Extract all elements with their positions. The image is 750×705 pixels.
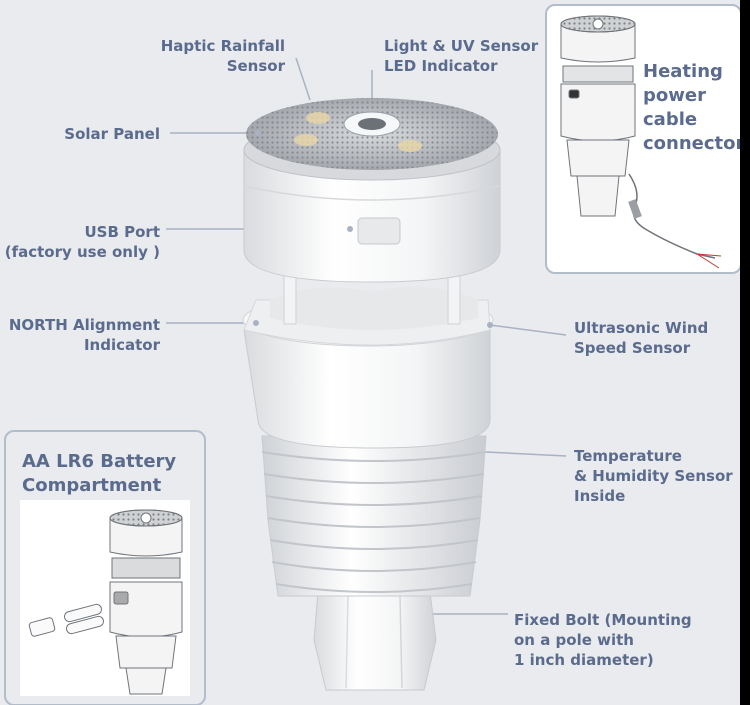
heating-cable-drawing (560, 15, 722, 269)
leader-line-rainfall (295, 57, 311, 101)
label-light-uv-sensor: Light & UV Sensor LED Indicator (384, 37, 539, 75)
heating-cable-title: Heating power cable connector (643, 61, 740, 154)
leader-line-wind (489, 324, 567, 336)
battery-drawing (20, 500, 190, 696)
label-ultrasonic-wind: Ultrasonic Wind Speed Sensor (574, 319, 709, 357)
north-indicator-dot (253, 320, 259, 326)
wind-sensor-body (242, 286, 494, 449)
solar-panel (243, 98, 501, 181)
battery-inset-title: AA LR6 Battery Compartment (22, 451, 177, 496)
leader-line-temperature (485, 451, 567, 457)
label-haptic-rainfall: Haptic Rainfall Sensor (160, 37, 285, 75)
usb-port-cover (357, 217, 401, 245)
radiation-shield (261, 435, 487, 597)
wind-sensor-dot (487, 322, 493, 328)
support-rods (283, 267, 461, 325)
heating-cable-inset: Heating power cable connector (545, 4, 740, 274)
battery-inset: AA LR6 Battery Compartment (4, 430, 206, 705)
label-north-alignment: NORTH Alignment Indicator (8, 316, 160, 354)
label-solar-panel: Solar Panel (64, 125, 160, 143)
fixed-bolt (313, 591, 437, 691)
label-fixed-bolt: Fixed Bolt (Mounting on a pole with 1 in… (514, 611, 692, 669)
top-body (243, 149, 501, 283)
label-usb-port: USB Port (factory use only ) (4, 223, 160, 261)
label-temperature-humidity: Temperature & Humidity Sensor Inside (574, 447, 733, 505)
